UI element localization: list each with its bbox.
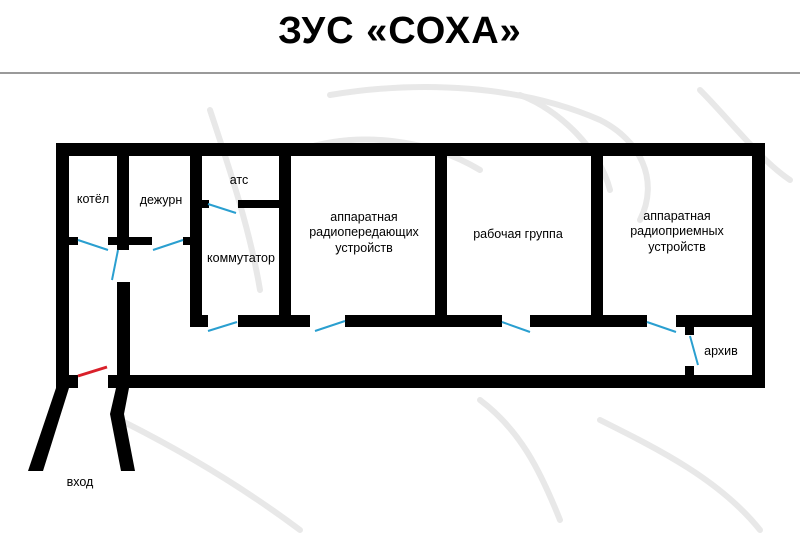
label-workgroup: рабочая группа: [473, 227, 563, 241]
door-kotel: [77, 239, 109, 251]
label-entrance: вход: [67, 475, 94, 489]
label-receivers-2: радиоприемных: [630, 224, 724, 238]
entrance-door: [77, 365, 108, 378]
walls: [28, 143, 765, 471]
door-ats: [207, 203, 237, 214]
door-workgroup: [501, 321, 531, 333]
door-archive: [689, 335, 699, 366]
door-dezhurn: [152, 239, 184, 251]
door-kommutator: [207, 321, 238, 332]
title-divider: [0, 72, 800, 74]
door-receivers: [646, 321, 677, 333]
doors: [77, 203, 699, 366]
label-transmitters-2: радиопередающих: [309, 225, 419, 239]
label-kommutator: коммутатор: [207, 251, 275, 265]
page-title: ЗУС «СОХА»: [278, 10, 522, 52]
label-transmitters-1: аппаратная: [330, 210, 397, 224]
label-archive: архив: [704, 344, 738, 358]
label-kotel: котёл: [77, 192, 109, 206]
label-dezhurn: дежурн: [140, 193, 183, 207]
label-transmitters-3: устройств: [335, 241, 393, 255]
label-receivers-3: устройств: [648, 240, 706, 254]
door-dezhurn-corridor: [111, 249, 119, 281]
label-receivers-1: аппаратная: [643, 209, 710, 223]
label-ats: атс: [230, 173, 249, 187]
door-transmitters: [314, 320, 346, 332]
